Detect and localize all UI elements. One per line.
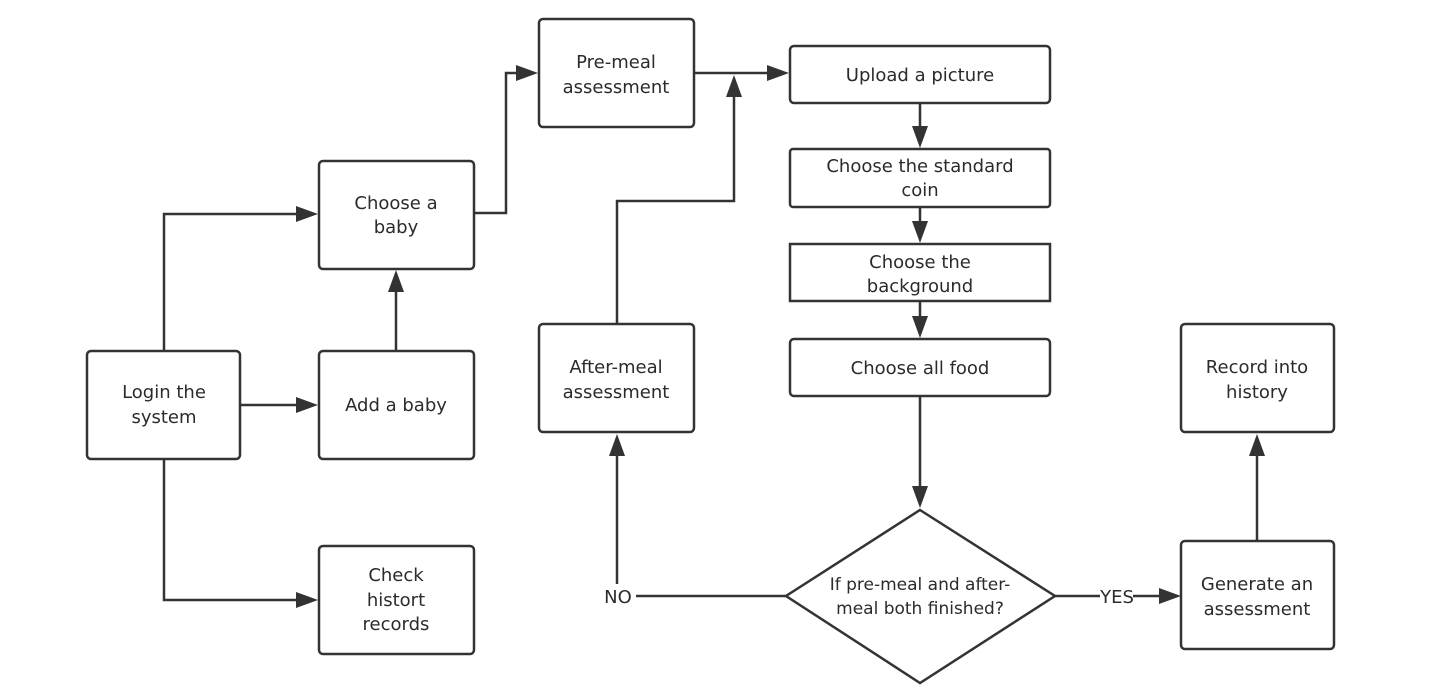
edge-label-yes: YES <box>1099 587 1134 608</box>
arrow-login-to-add-baby <box>296 397 318 413</box>
node-upload-picture-label: Upload a picture <box>846 65 994 86</box>
edge-login-to-choose-baby <box>162 212 300 351</box>
arrow-add-baby-to-choose-baby <box>388 270 404 292</box>
arrow-login-to-check-records <box>296 592 318 608</box>
edge-after-meal-to-upload <box>615 93 736 324</box>
arrow-pre-meal-to-upload <box>767 65 789 81</box>
node-choose-food: Choose all food <box>788 337 1052 398</box>
node-decision: If pre-meal and after-meal both finished… <box>783 508 1058 685</box>
node-decision-label: If pre-meal and after-meal both finished… <box>830 575 1011 619</box>
edge-login-to-check-records <box>162 459 300 602</box>
node-add-baby: Add a baby <box>317 349 476 461</box>
edge-choose-baby-to-pre-meal <box>474 71 520 215</box>
node-add-baby-label: Add a baby <box>345 395 447 416</box>
arrow-no-to-after-meal <box>609 434 625 456</box>
edge-label-no: NO <box>604 587 632 608</box>
arrow-after-meal-to-upload <box>726 75 742 97</box>
arrow-login-to-choose-baby <box>296 206 318 222</box>
arrow-food-to-decision <box>912 486 928 508</box>
arrow-background-to-food <box>912 316 928 338</box>
node-upload-picture: Upload a picture <box>788 44 1052 105</box>
arrow-yes-to-generate <box>1159 588 1181 604</box>
arrow-generate-to-record <box>1249 434 1265 456</box>
node-choose-food-label: Choose all food <box>851 358 990 379</box>
arrow-coin-to-background <box>912 221 928 243</box>
arrow-upload-to-coin <box>912 126 928 148</box>
arrow-choose-baby-to-pre-meal <box>516 65 538 81</box>
